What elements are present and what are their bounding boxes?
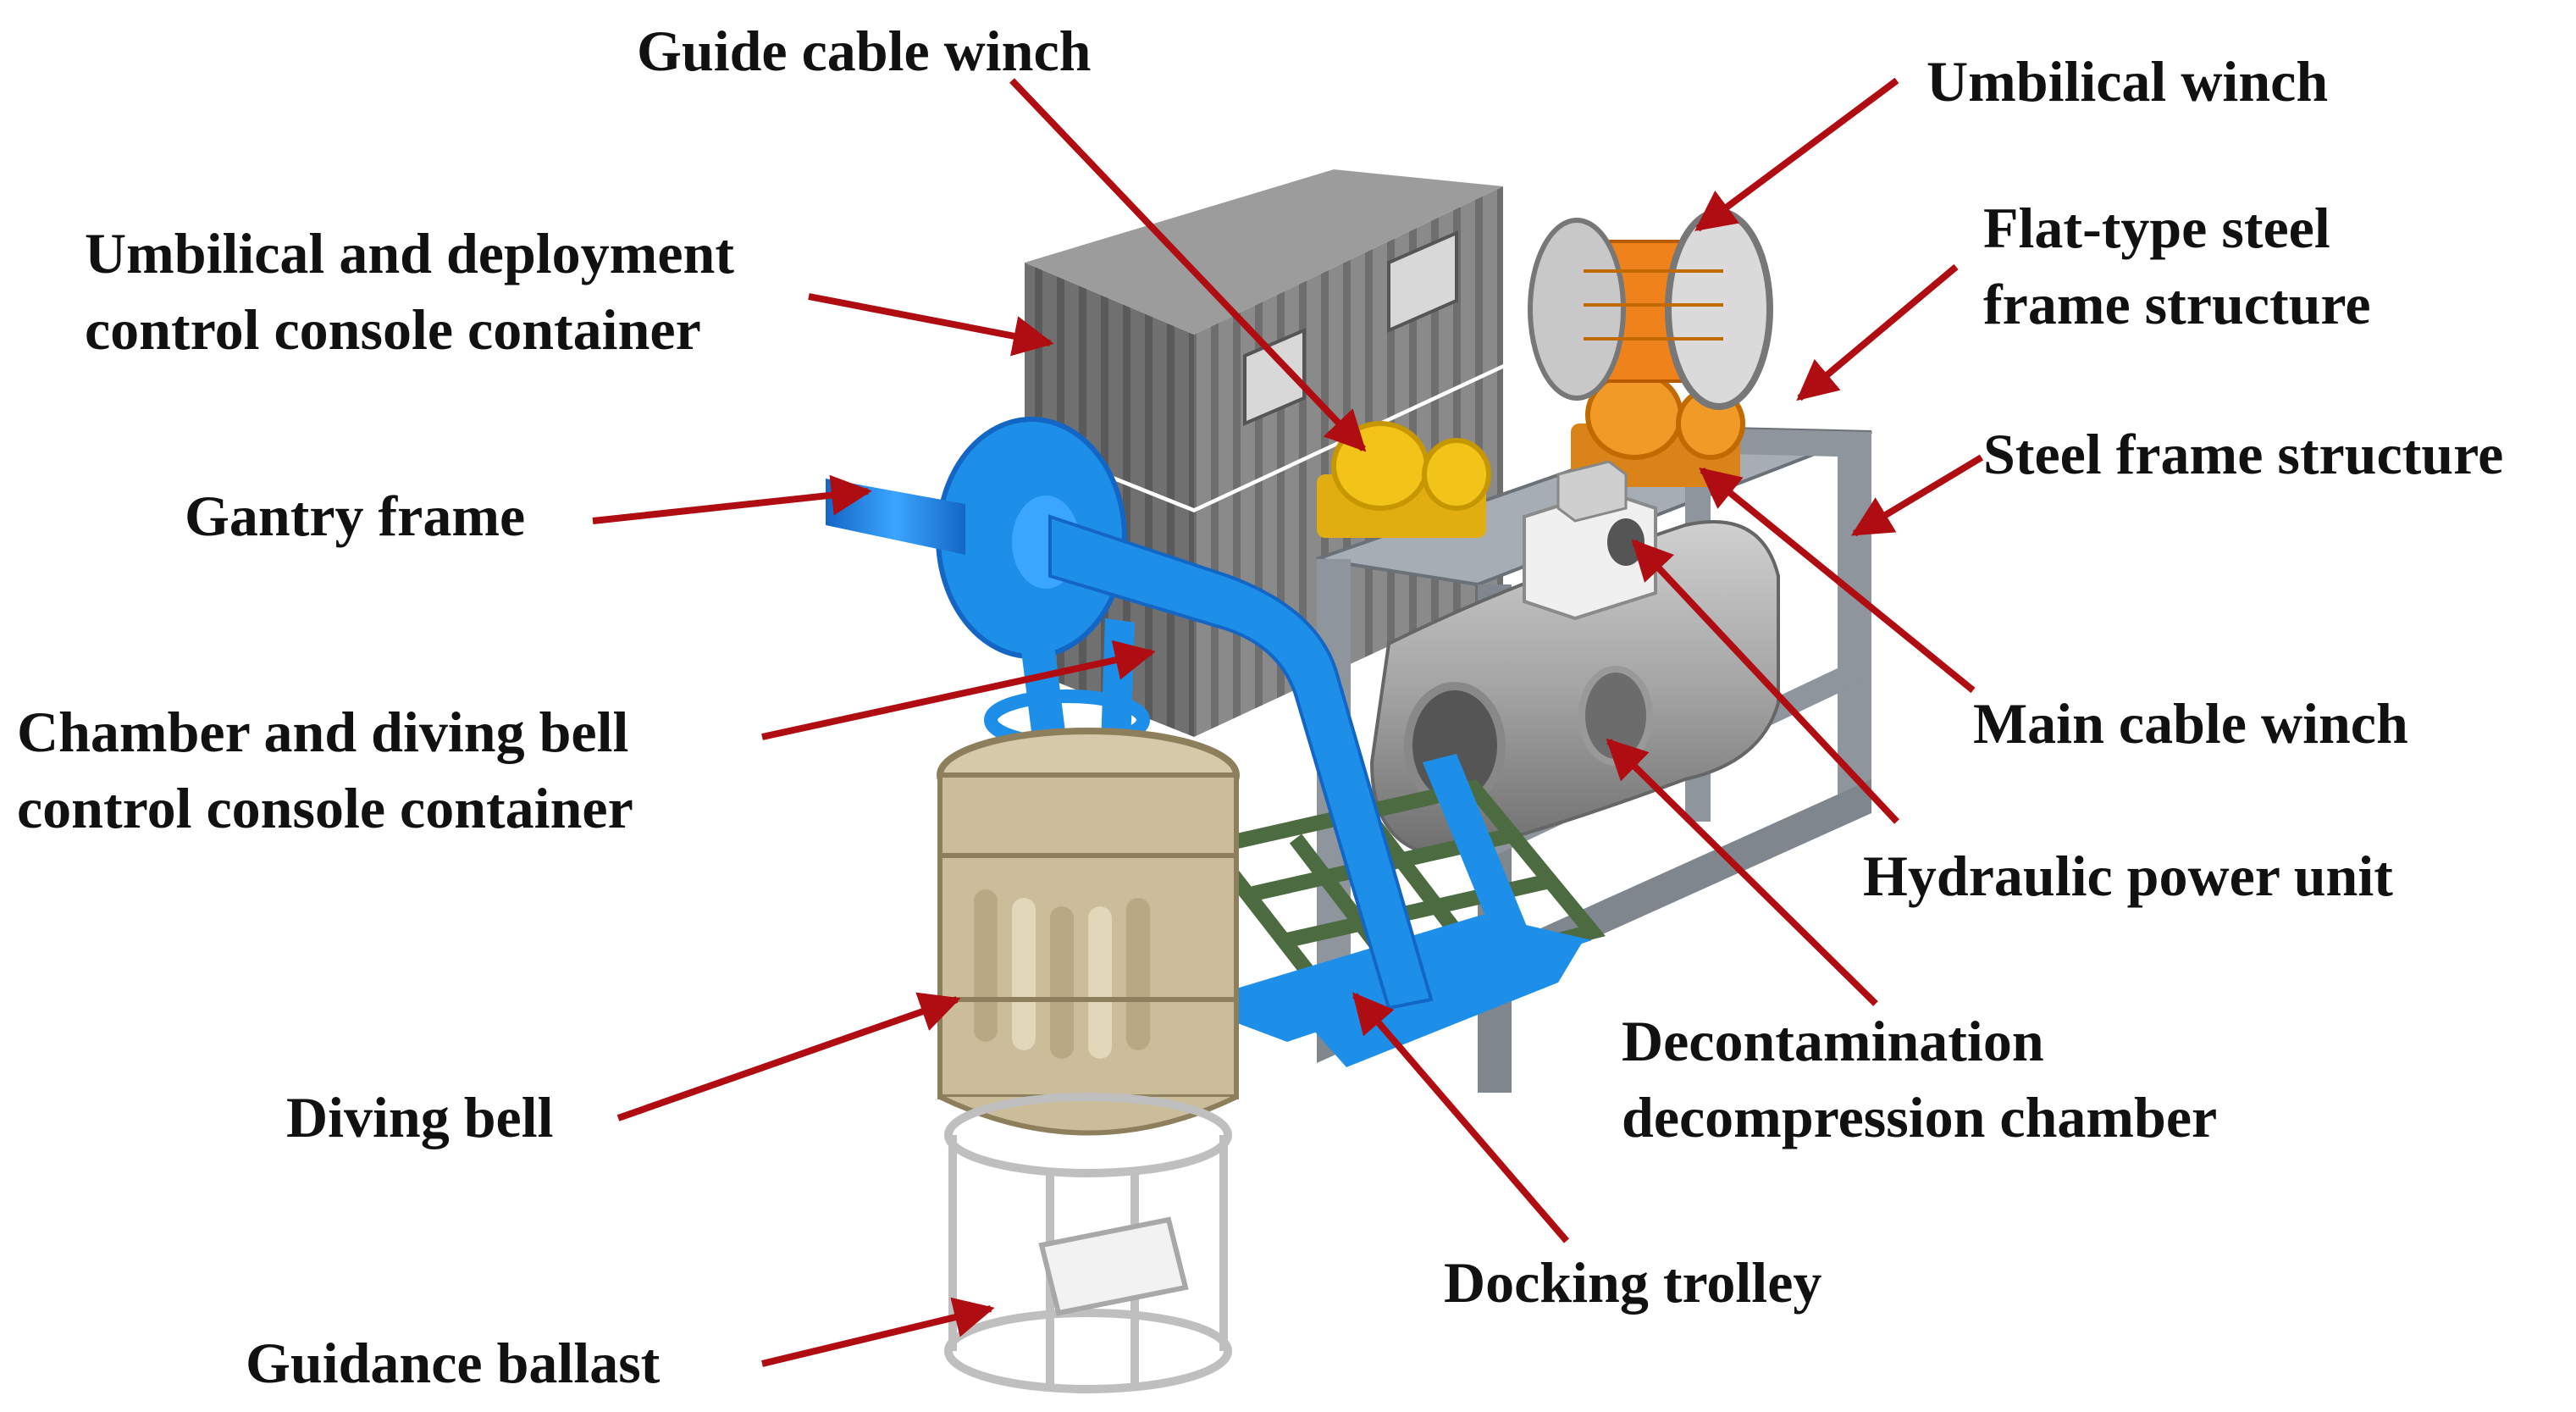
container-window-2	[1387, 230, 1458, 334]
umbilical-winch	[1528, 208, 1773, 410]
arrow-hydraulic-power-unit	[1631, 539, 1899, 824]
frame-base-blue	[1313, 932, 1584, 1067]
label-umbilical-console-line1: Umbilical and deployment	[85, 221, 734, 285]
arrow-diving-bell	[616, 992, 961, 1121]
callout-arrows	[592, 77, 1984, 1367]
arrow-steel-frame	[1850, 454, 1984, 537]
arrow-chamber-console	[761, 640, 1156, 740]
label-decon-chamber-line1: Decontamination	[1622, 1009, 2044, 1073]
label-hydraulic-power-unit: Hydraulic power unit	[1863, 844, 2393, 908]
hydraulic-power-unit	[1523, 460, 1657, 621]
label-guidance-ballast: Guidance ballast	[246, 1331, 661, 1395]
gantry-brace	[1423, 754, 1550, 991]
label-chamber-console-line2: control console container	[17, 776, 633, 840]
arrow-gantry-frame	[592, 474, 872, 524]
label-flat-frame-line2: frame structure	[1983, 272, 2371, 336]
label-gantry-frame: Gantry frame	[185, 484, 526, 548]
label-decon-chamber-line2: decompression chamber	[1622, 1085, 2218, 1149]
guidance-ballast	[944, 1093, 1232, 1393]
label-diving-bell: Diving bell	[286, 1085, 554, 1149]
label-guide-cable-winch: Guide cable winch	[637, 19, 1092, 83]
label-chamber-console-line1: Chamber and diving bell	[17, 700, 629, 764]
gantry-frame	[826, 417, 1550, 1011]
arrow-decon-chamber	[1606, 738, 1878, 1006]
guide-cable-winch	[1317, 421, 1491, 538]
label-flat-frame-line1: Flat-type steel	[1983, 196, 2330, 260]
label-main-cable-winch: Main cable winch	[1973, 691, 2408, 756]
arrow-umbilical-winch	[1694, 77, 1899, 232]
frame-post-back-right	[1838, 432, 1871, 796]
arrow-guidance-ballast	[761, 1297, 995, 1367]
arrow-main-cable-winch	[1699, 467, 1976, 694]
diving-bell	[937, 728, 1240, 1136]
arrow-umbilical-console	[808, 293, 1054, 357]
label-steel-frame: Steel frame structure	[1983, 422, 2504, 486]
container-window-1	[1243, 327, 1306, 427]
upper-container-top	[1025, 169, 1503, 335]
label-umbilical-winch: Umbilical winch	[1926, 49, 2329, 114]
label-umbilical-console-line2: control console container	[85, 297, 701, 362]
arrow-docking-trolley	[1352, 992, 1570, 1243]
arrow-guide-cable-winch	[1009, 78, 1367, 452]
gantry-main-pipe	[1048, 514, 1434, 1011]
label-docking-trolley: Docking trolley	[1444, 1250, 1822, 1315]
arrow-flat-frame	[1796, 263, 1959, 401]
